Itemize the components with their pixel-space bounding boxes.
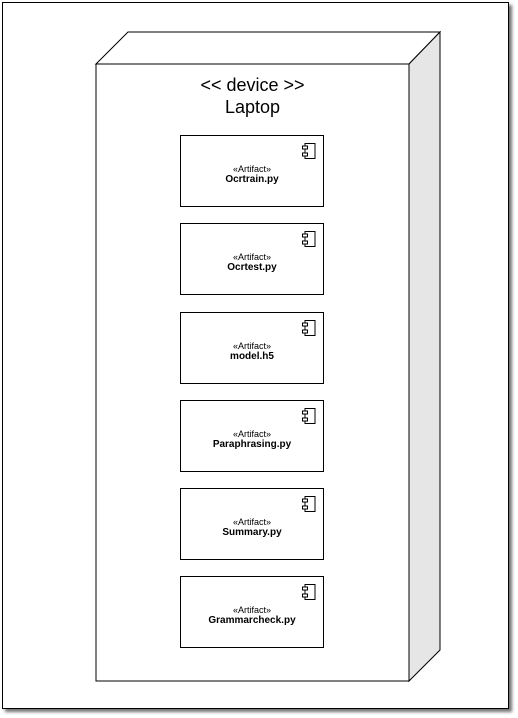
artifact-name: Ocrtrain.py xyxy=(225,174,279,185)
node-top-face xyxy=(94,31,442,65)
component-icon xyxy=(302,320,316,336)
artifact-keyword: «Artifact» xyxy=(232,517,272,527)
component-icon xyxy=(302,496,316,512)
node-side-face xyxy=(408,30,441,683)
node-name: Laptop xyxy=(224,97,281,117)
component-icon xyxy=(302,231,316,247)
artifact-name: Ocrtest.py xyxy=(227,262,277,273)
artifact-paraphrasing[interactable]: «Artifact» Paraphrasing.py xyxy=(180,400,324,472)
artifact-name: Summary.py xyxy=(222,527,282,538)
artifact-keyword: «Artifact» xyxy=(232,341,272,351)
component-icon xyxy=(302,584,316,600)
artifact-name: Grammarcheck.py xyxy=(208,615,296,626)
artifact-keyword: «Artifact» xyxy=(232,252,272,262)
component-icon xyxy=(302,408,316,424)
component-icon xyxy=(302,143,316,159)
artifact-name: Paraphrasing.py xyxy=(212,439,292,450)
node-stereotype: << device >> xyxy=(200,75,305,95)
artifact-ocrtrain[interactable]: «Artifact» Ocrtrain.py xyxy=(180,135,324,207)
artifact-keyword: «Artifact» xyxy=(232,605,272,615)
artifact-model[interactable]: «Artifact» model.h5 xyxy=(180,312,324,384)
artifact-summary[interactable]: «Artifact» Summary.py xyxy=(180,488,324,560)
artifact-ocrtest[interactable]: «Artifact» Ocrtest.py xyxy=(180,223,324,295)
artifact-keyword: «Artifact» xyxy=(232,164,272,174)
artifact-grammarcheck[interactable]: «Artifact» Grammarcheck.py xyxy=(180,576,324,648)
artifact-keyword: «Artifact» xyxy=(232,429,272,439)
artifact-name: model.h5 xyxy=(230,351,274,362)
